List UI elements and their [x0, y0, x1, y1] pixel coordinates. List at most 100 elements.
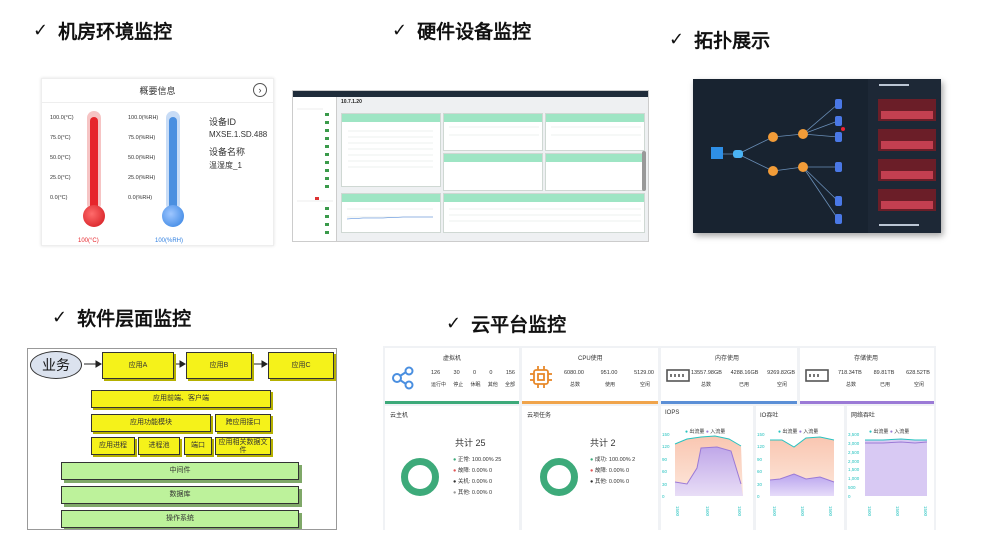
cloud-host-card: 云主机 共计 25 ● 正常: 100.00% 25● 故障: 0.00% 0●…	[385, 406, 519, 530]
y-tick: 150	[757, 432, 765, 437]
io-legend: ● 出流量 ● 入流量	[778, 429, 819, 435]
env-monitor-panel: 概要信息 › 100.0(°C) 75.0(°C) 50.0(°C) 25.0(°C)…	[41, 78, 274, 246]
chevron-right-icon[interactable]: ›	[253, 83, 267, 97]
io-chart-card: IO吞吐 ● 出流量 ● 入流量 150 120 90 60 30 0 1500 1500…	[756, 406, 844, 530]
iops-x-tick: 1500	[737, 506, 742, 517]
hw-card-network-in	[443, 153, 543, 191]
device-id-label: 设备ID	[209, 117, 237, 127]
tick-label: 75.0(°C)	[50, 135, 71, 141]
topology-panel	[693, 79, 941, 233]
topo-node-client[interactable]	[711, 147, 723, 159]
cloud-host-total: 共计 25	[455, 438, 486, 448]
y-tick: 1,500	[848, 467, 860, 473]
check-icon: ✓	[392, 20, 408, 41]
iops-x-tick: 1500	[675, 506, 680, 517]
y-tick: 120	[757, 444, 765, 450]
front-end-box[interactable]: 应用前端、客户端	[91, 390, 271, 408]
thread-pool-box[interactable]: 进程池	[138, 437, 180, 455]
storage-labels: 总数已用空闲	[846, 382, 924, 388]
check-icon: ✓	[33, 20, 49, 41]
y-tick: 0	[848, 494, 851, 499]
network-area-chart	[865, 438, 928, 496]
cloud-task-total: 共计 2	[590, 438, 616, 448]
y-tick: 0	[757, 494, 760, 499]
app-b-box[interactable]: 应用B	[186, 352, 252, 379]
humidity-bulb	[162, 205, 184, 227]
panel-header: 概要信息 ›	[42, 79, 273, 103]
iops-legend: ● 出流量 ● 入流量	[685, 429, 726, 435]
y-tick: 60	[662, 469, 668, 475]
hw-card-cpu	[443, 113, 543, 151]
io-area-chart	[769, 436, 835, 496]
hw-card-memory	[545, 113, 645, 151]
storage-icon	[805, 369, 829, 382]
app-process-box[interactable]: 应用进程	[91, 437, 135, 455]
y-tick: 30	[757, 481, 763, 487]
memory-title: 内存使用	[715, 356, 740, 362]
legend-row: ● 关机: 0.00% 0	[453, 479, 493, 485]
topology-graph	[711, 79, 941, 233]
hw-card-table	[443, 193, 645, 233]
memory-labels: 总数已用空闲	[701, 382, 787, 388]
vm-title: 虚拟机	[443, 356, 462, 362]
hw-card-lines	[346, 126, 641, 222]
tick-label: 50.0(°C)	[50, 155, 71, 161]
hw-card-network-out	[545, 153, 645, 191]
network-x-tick: 1500	[895, 506, 900, 517]
y-tick: 60	[757, 469, 763, 475]
port-box[interactable]: 端口	[184, 437, 212, 455]
cloud-task-title: 云项任务	[527, 413, 552, 419]
io-title: IO吞吐	[760, 413, 779, 419]
device-name-value: 温湿度_1	[209, 161, 242, 170]
y-tick: 0	[662, 494, 665, 499]
hw-card-info	[341, 113, 441, 187]
os-box[interactable]: 操作系统	[61, 510, 299, 528]
temp-caption: 100(°C)	[78, 238, 99, 244]
y-tick: 90	[757, 456, 763, 462]
cpu-title: CPU使用	[578, 356, 603, 362]
check-icon: ✓	[446, 313, 462, 334]
cloud-task-donut	[540, 458, 578, 496]
database-box[interactable]: 数据库	[61, 486, 299, 504]
app-a-box[interactable]: 应用A	[102, 352, 174, 379]
y-tick: 150	[662, 432, 670, 437]
topo-node-switch[interactable]	[768, 132, 778, 142]
tick-label: 0.0(°C)	[50, 195, 68, 201]
legend-row: ● 其他: 0.00% 0	[590, 479, 630, 485]
humidity-caption: 100(%RH)	[155, 238, 184, 244]
tick-label: 100.0(%RH)	[128, 115, 159, 121]
y-tick: 3,000	[848, 440, 860, 446]
check-icon: ✓	[669, 29, 685, 50]
legend-row: ● 其他: 0.00% 0	[453, 490, 493, 496]
function-module-box[interactable]: 应用功能模块	[91, 414, 211, 432]
temp-bulb	[83, 205, 105, 227]
cross-app-interface-box[interactable]: 跨应用接口	[215, 414, 271, 432]
network-title: 网络吞吐	[851, 413, 876, 419]
network-x-tick: 1500	[867, 506, 872, 517]
tick-label: 25.0(%RH)	[128, 175, 156, 181]
y-tick: 3,500	[848, 432, 860, 437]
tick-label: 25.0(°C)	[50, 175, 71, 181]
y-tick: 120	[662, 444, 670, 450]
device-tree[interactable]	[293, 97, 337, 241]
middleware-box[interactable]: 中间件	[61, 462, 299, 480]
data-files-box[interactable]: 应用相关数据文件	[215, 437, 271, 455]
scrollbar[interactable]	[642, 151, 646, 191]
panel-header-title: 概要信息	[139, 86, 176, 96]
io-x-tick: 1500	[828, 506, 833, 517]
app-c-box[interactable]: 应用C	[268, 352, 334, 379]
hw-card-disk	[341, 193, 441, 233]
check-icon: ✓	[52, 307, 68, 328]
tick-label: 100.0(°C)	[50, 115, 74, 121]
iops-title: IOPS	[665, 410, 680, 416]
iops-x-tick: 1500	[705, 506, 710, 517]
io-x-tick: 1500	[772, 506, 777, 517]
